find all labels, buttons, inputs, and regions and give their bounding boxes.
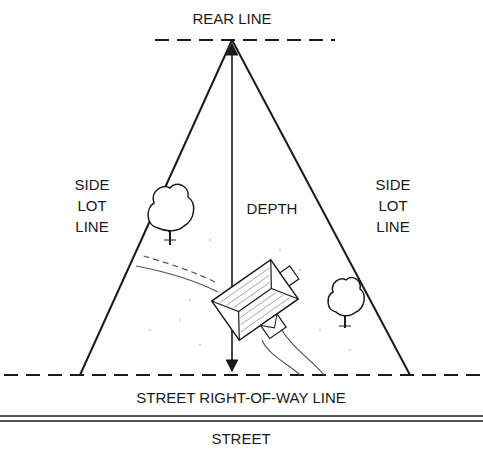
rear-line-label: REAR LINE xyxy=(190,8,273,29)
walkway xyxy=(136,266,218,292)
driveway xyxy=(282,330,324,375)
walkway xyxy=(140,255,215,282)
side-lot-line-label: SIDE LOT LINE xyxy=(65,174,119,237)
rear-line xyxy=(155,39,335,41)
tree xyxy=(328,278,364,328)
depth-label: DEPTH xyxy=(245,198,300,219)
side-lot-line-label: SIDE LOT LINE xyxy=(366,174,420,237)
street-edge xyxy=(0,420,483,422)
street-edge xyxy=(0,415,483,417)
right-of-way-line xyxy=(4,374,480,376)
street-label: STREET xyxy=(209,427,272,448)
tree xyxy=(148,184,194,245)
house xyxy=(212,253,318,354)
right-of-way-label: STREET RIGHT-OF-WAY LINE xyxy=(134,387,347,408)
